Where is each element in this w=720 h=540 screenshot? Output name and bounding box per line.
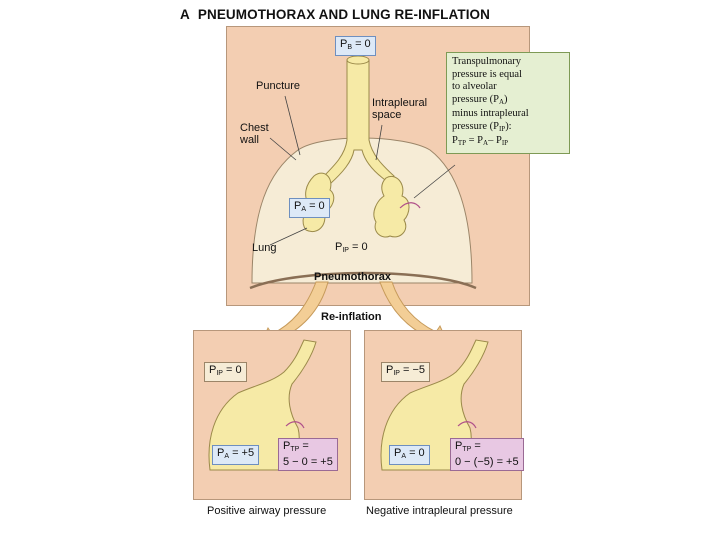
title-text: PNEUMOTHORAX AND LUNG RE-INFLATION [197,7,490,22]
note-pointer [413,164,456,199]
transpulmonary-note: Transpulmonary pressure is equal to alve… [446,52,570,154]
left-panel-caption: Positive airway pressure [207,505,327,517]
puncture-label: Puncture [256,80,301,92]
trachea [321,59,395,185]
right-collapsed-lung [373,176,410,238]
intrapleural-pointer [375,124,383,161]
left-curved-arrow [285,421,305,429]
note-line-2: pressure is equal [452,68,522,80]
panel-letter: A [180,7,190,22]
bronchial-pressure-label: PB = 0 [335,36,376,56]
thoracic-cavity [251,137,473,284]
right-panel-caption: Negative intrapleural pressure [366,505,513,517]
right-intrapleural-pressure: PIP = −5 [381,362,431,382]
left-ptp-formula: 5 − 0 = +5 [283,456,333,468]
right-transpulmonary-pressure: PTP = 0 − (−5) = +5 [450,438,524,471]
left-alveolar-pressure: PA = +5 [212,445,260,465]
chest-wall-label-1: Chest [240,122,269,134]
intrapleural-pressure-label: PIP = 0 [335,241,368,254]
right-ptp-formula: 0 − (−5) = +5 [455,456,519,468]
left-intrapleural-pressure: PIP = 0 [204,362,247,382]
right-curved-arrow [457,421,477,429]
note-line-5: minus intrapleural [452,108,529,119]
intrapleural-label-1: Intrapleural [372,97,428,109]
chest-wall-label-2: wall [240,134,259,146]
intrapleural-label-2: space [372,109,402,121]
note-line-3: to alveolar [452,81,497,92]
note-line-7: PTP = PA– PIP [452,135,509,147]
right-alveolar-pressure: PA = 0 [389,445,430,465]
left-transpulmonary-pressure: PTP = 5 − 0 = +5 [278,438,338,471]
alveolar-pressure-label: PA = 0 [289,198,330,218]
note-line-1: Transpulmonary [452,56,522,67]
figure-title: A PNEUMOTHORAX AND LUNG RE-INFLATION [180,7,490,22]
lung-label: Lung [252,242,277,254]
note-line-4: pressure (PA) [452,93,508,106]
right-inflated-lung [380,339,489,471]
top-curved-arrow [399,202,421,209]
chest-wall-pointer [269,137,297,161]
trachea-opening [346,55,370,65]
puncture-pointer [284,95,301,156]
note-line-6: pressure (PIP): [452,120,512,133]
lung-pointer [269,227,308,246]
reinflation-label: Re-inflation [321,311,382,323]
diaphragm [249,271,477,290]
pneumothorax-label: Pneumothorax [314,271,392,283]
left-inflated-lung [208,339,317,471]
